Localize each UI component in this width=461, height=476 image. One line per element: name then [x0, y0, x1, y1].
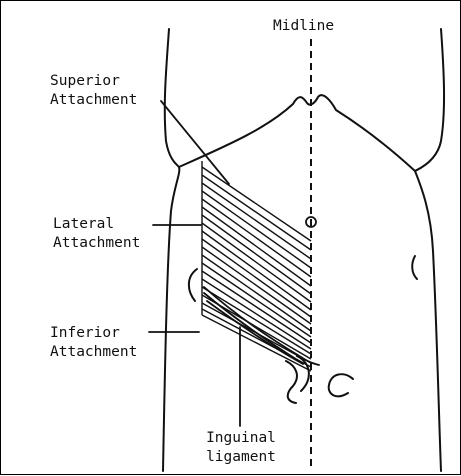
superior-pointer: [161, 101, 229, 184]
right-iliac-hint: [412, 256, 417, 279]
torso-right-contour: [415, 29, 444, 471]
inferior-attachment-label-line2: Attachment: [50, 343, 137, 362]
muscle-sheet: [202, 161, 311, 371]
groin-left-curve: [286, 361, 297, 403]
superior-attachment-label-line1: Superior: [50, 72, 120, 91]
inferior-attachment-label-line1: Inferior: [50, 324, 120, 343]
lateral-attachment-label-line1: Lateral: [53, 215, 114, 234]
lateral-attachment-label-line2: Attachment: [53, 234, 140, 253]
midline-label: Midline: [273, 17, 334, 36]
inguinal-ligament-label-line2: ligament: [186, 448, 296, 467]
inguinal-ligament-label-line1: Inguinal: [186, 429, 296, 448]
rib-margin: [179, 95, 415, 171]
left-iliac-hint: [189, 269, 197, 301]
torso-left-contour: [163, 29, 179, 471]
groin-right-curve: [329, 374, 353, 396]
superior-attachment-label-line2: Attachment: [50, 91, 137, 110]
